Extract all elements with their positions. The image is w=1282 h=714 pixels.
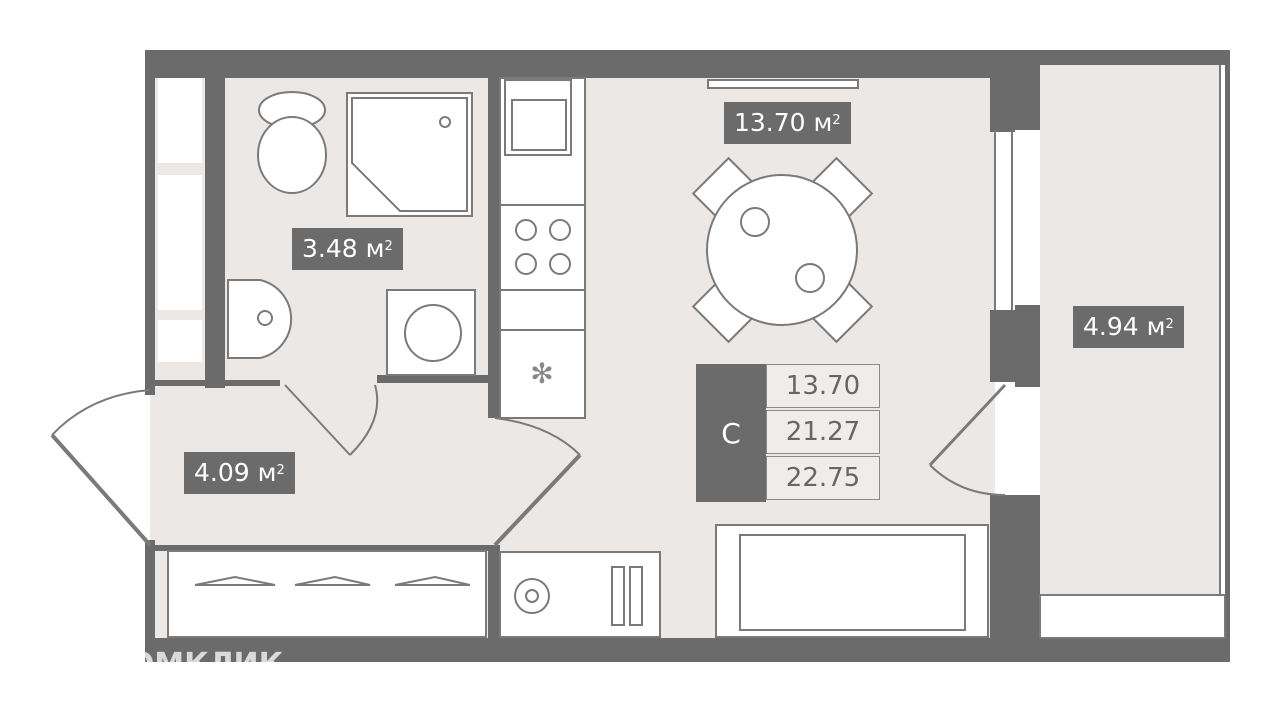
laundry-icon xyxy=(499,551,661,638)
bathroom-fixtures xyxy=(227,91,476,376)
closet-shelves xyxy=(158,78,202,362)
room-area-label-bathroom: 3.48 м2 xyxy=(292,228,403,270)
watermark-text: ДОМКЛИК xyxy=(102,646,284,682)
stove-icon xyxy=(499,204,586,291)
dining-table-icon xyxy=(691,156,874,344)
tv-icon xyxy=(707,79,859,89)
area-summary-table: С 13.70 21.27 22.75 xyxy=(696,364,882,502)
room-area-label-kitchen-living: 13.70 м2 xyxy=(724,102,851,144)
living-area-value: 13.70 xyxy=(766,364,880,408)
wardrobe-icon xyxy=(167,550,487,638)
doors xyxy=(50,65,1226,639)
watermark-logo: ДОМКЛИК xyxy=(48,640,283,688)
total-area-with-balcony-value: 22.75 xyxy=(766,456,880,500)
total-area-value: 21.27 xyxy=(766,410,880,454)
room-area-label-hallway: 4.09 м2 xyxy=(184,452,295,494)
house-icon xyxy=(51,642,93,685)
apartment-type: С xyxy=(696,364,766,502)
walls xyxy=(145,50,1230,662)
kitchen-fixtures xyxy=(499,77,586,419)
room-area-label-balcony: 4.94 м2 xyxy=(1073,306,1184,348)
fridge-icon xyxy=(499,329,586,419)
sofa-icon xyxy=(715,524,989,638)
shower-icon xyxy=(346,92,473,217)
snowflake-icon: ✻ xyxy=(530,357,553,390)
